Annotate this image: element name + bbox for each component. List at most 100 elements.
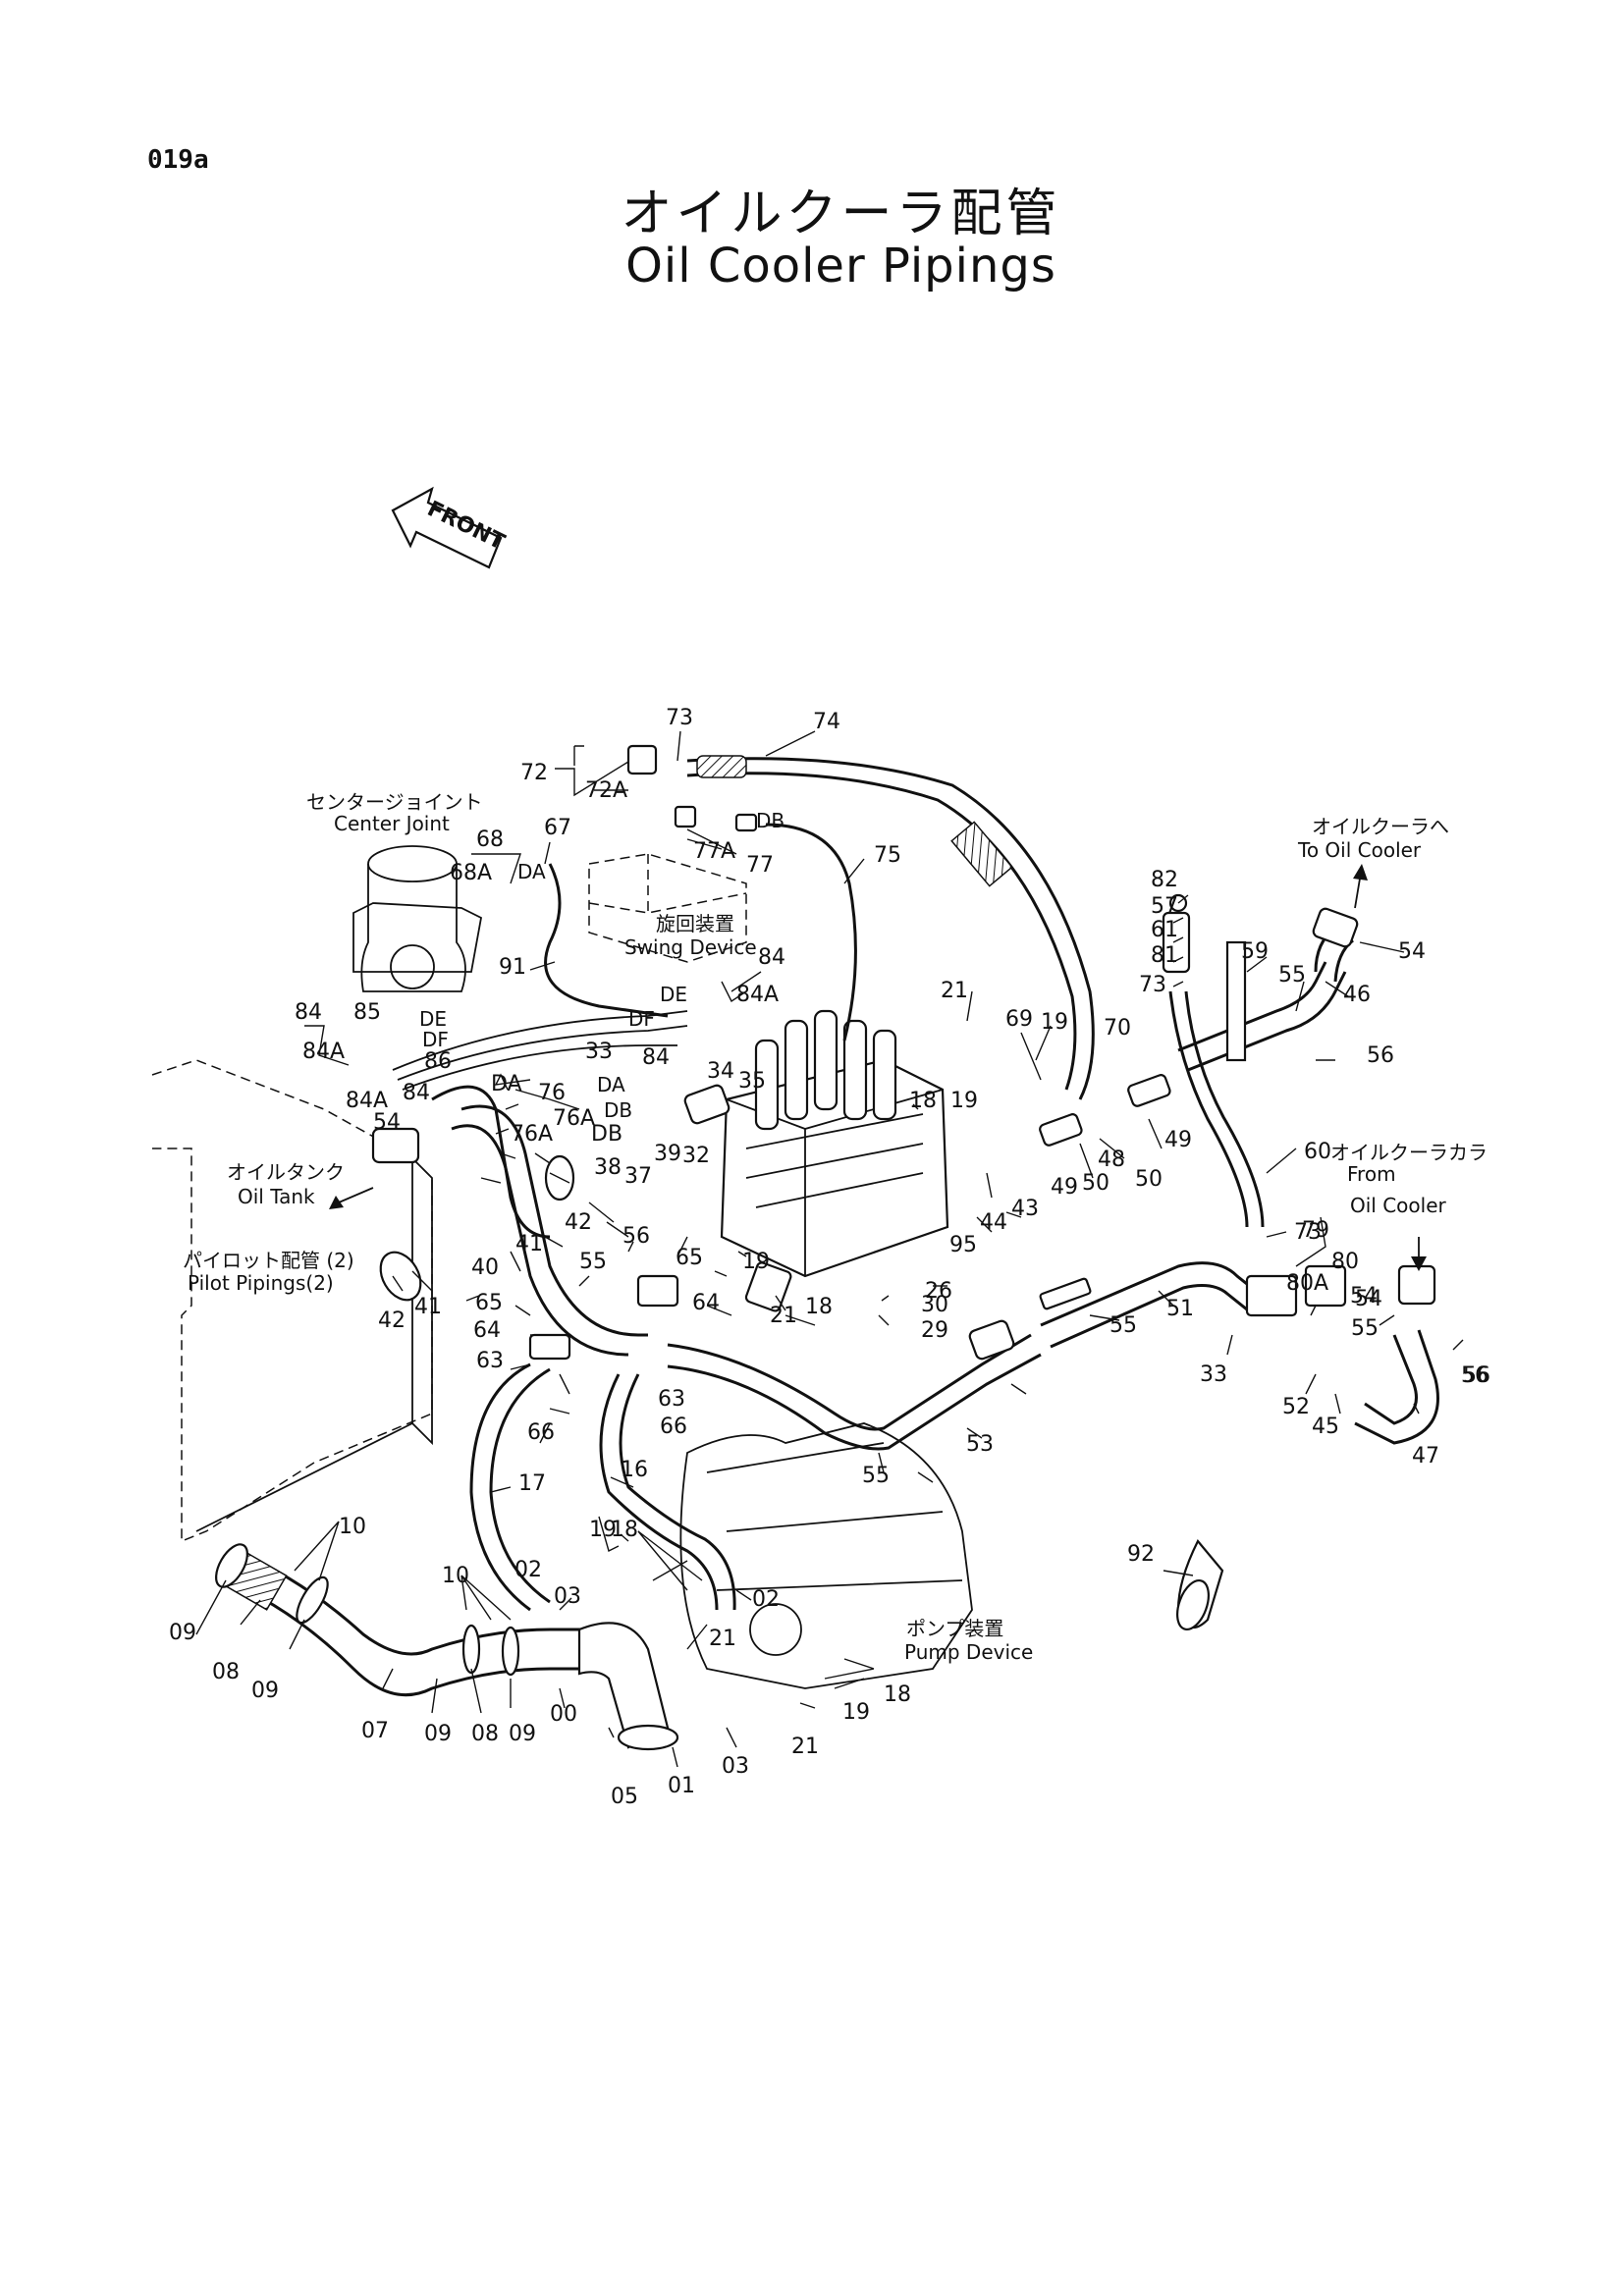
part-label: 17: [518, 1471, 546, 1496]
part-label: 16: [621, 1458, 648, 1482]
part-label: 68A: [450, 861, 492, 885]
control-valve: [720, 1009, 949, 1278]
part-label: 09: [169, 1621, 196, 1645]
part-label: 84: [403, 1081, 430, 1105]
part-label: 65: [475, 1291, 503, 1315]
part-label: 63: [658, 1387, 685, 1412]
part-label: 64: [692, 1291, 720, 1315]
oil-tank-label-jp: オイルタンク: [227, 1160, 345, 1184]
pilot-hoses-86: [392, 1010, 688, 1091]
part-label: 92: [1127, 1542, 1155, 1567]
part-label: 72: [520, 761, 548, 785]
from-oil-cooler-arrow-icon: [1411, 1237, 1427, 1271]
page-id: 019a: [147, 145, 209, 175]
part-label: 56: [1463, 1363, 1490, 1388]
part-label: 18: [611, 1518, 638, 1542]
part-label: 18: [909, 1089, 937, 1113]
part-label: 19: [950, 1089, 978, 1113]
part-label: 41: [414, 1295, 442, 1319]
port-label-de: DE: [660, 983, 687, 1006]
part-label: 55: [579, 1250, 607, 1274]
part-label: 43: [1011, 1197, 1039, 1221]
part-label: 44: [980, 1210, 1007, 1235]
center-joint: [352, 845, 483, 992]
pipe-42-tank-outlet: [379, 1085, 575, 1302]
part-label: 03: [722, 1754, 749, 1779]
hose-74: [686, 755, 1095, 1100]
part-label: 76A: [511, 1122, 553, 1147]
oil-tank-label-en: Oil Tank: [238, 1185, 315, 1208]
part-label: 19: [589, 1518, 617, 1542]
part-label: DA: [491, 1072, 522, 1096]
pilot-hose-91: [544, 863, 669, 1018]
port-label-df: DF: [628, 1007, 655, 1031]
part-label: 45: [1312, 1415, 1339, 1439]
pilot-pipings-label-jp: パイロット配管 (2): [183, 1249, 354, 1272]
part-label: 49: [1164, 1128, 1192, 1152]
part-label: 84: [642, 1045, 670, 1070]
swing-device: [588, 853, 747, 963]
part-label: 09: [251, 1679, 279, 1703]
part-label: 21: [709, 1627, 736, 1651]
to-oil-cooler-arrow-icon: [1353, 864, 1368, 909]
part-label: 19: [742, 1250, 770, 1274]
pump-device: [679, 1422, 973, 1689]
part-label: 29: [921, 1318, 948, 1343]
part-label: 18: [884, 1682, 911, 1707]
fittings: [371, 744, 1436, 1629]
part-label: 55: [1278, 963, 1306, 988]
part-label: 51: [1166, 1297, 1194, 1321]
part-label: 09: [509, 1722, 536, 1746]
return-pipe-55: [451, 1104, 648, 1357]
part-label: 03: [554, 1584, 581, 1609]
port-label-de-left: DE: [419, 1007, 447, 1031]
part-label: 84A: [346, 1089, 388, 1113]
part-label: 76: [538, 1081, 566, 1105]
swing-device-label-en: Swing Device: [624, 935, 757, 959]
part-label: 54: [373, 1110, 401, 1135]
part-label: 56: [1461, 1363, 1488, 1388]
clamp-92: [1176, 1579, 1210, 1630]
front-arrow-icon: FRONT: [391, 486, 509, 569]
hose-75: [765, 823, 857, 1041]
part-label: 68: [476, 828, 504, 852]
part-label: 21: [791, 1735, 819, 1759]
oil-tank-outline: [151, 1059, 433, 1543]
part-label: 41: [515, 1232, 543, 1256]
part-label: 33: [585, 1040, 613, 1064]
part-label: 42: [565, 1210, 592, 1235]
part-label: 81: [1151, 943, 1178, 968]
part-label: 47: [1412, 1444, 1439, 1468]
part-label: 84A: [302, 1040, 345, 1064]
part-label: 73: [1294, 1220, 1322, 1245]
part-label: 54: [1398, 939, 1426, 964]
port-label-da-valve: DA: [597, 1073, 625, 1096]
suction-hose-07: [215, 1543, 589, 1697]
part-label: 46: [1343, 983, 1371, 1007]
part-label: 49: [1051, 1175, 1078, 1200]
part-label: 08: [212, 1660, 240, 1684]
part-label: 01: [668, 1774, 695, 1798]
part-label: 02: [514, 1558, 542, 1582]
part-label: 02: [752, 1587, 780, 1612]
pilot-pipings-label-en: Pilot Pipings(2): [188, 1271, 334, 1295]
port-label-da-68: DA: [517, 860, 546, 883]
part-label: 69: [1005, 1007, 1033, 1032]
part-label: 80A: [1286, 1271, 1328, 1296]
part-label: 19: [842, 1700, 870, 1725]
part-label: 55: [1351, 1316, 1379, 1341]
part-label: 84: [758, 945, 785, 970]
pump-device-label-jp: ポンプ装置: [906, 1617, 1003, 1640]
to-oil-cooler-label-en: To Oil Cooler: [1297, 838, 1422, 862]
part-label: 67: [544, 816, 571, 840]
part-label: 53: [966, 1432, 994, 1457]
part-label: 82: [1151, 868, 1178, 892]
part-label: 59: [1241, 939, 1269, 964]
part-label: 73: [1139, 973, 1166, 997]
part-label: 10: [339, 1515, 366, 1539]
pipe-53: [667, 1333, 1042, 1451]
part-label: 18: [805, 1295, 833, 1319]
part-label: 55: [1109, 1313, 1137, 1338]
part-label: DB: [591, 1122, 622, 1147]
